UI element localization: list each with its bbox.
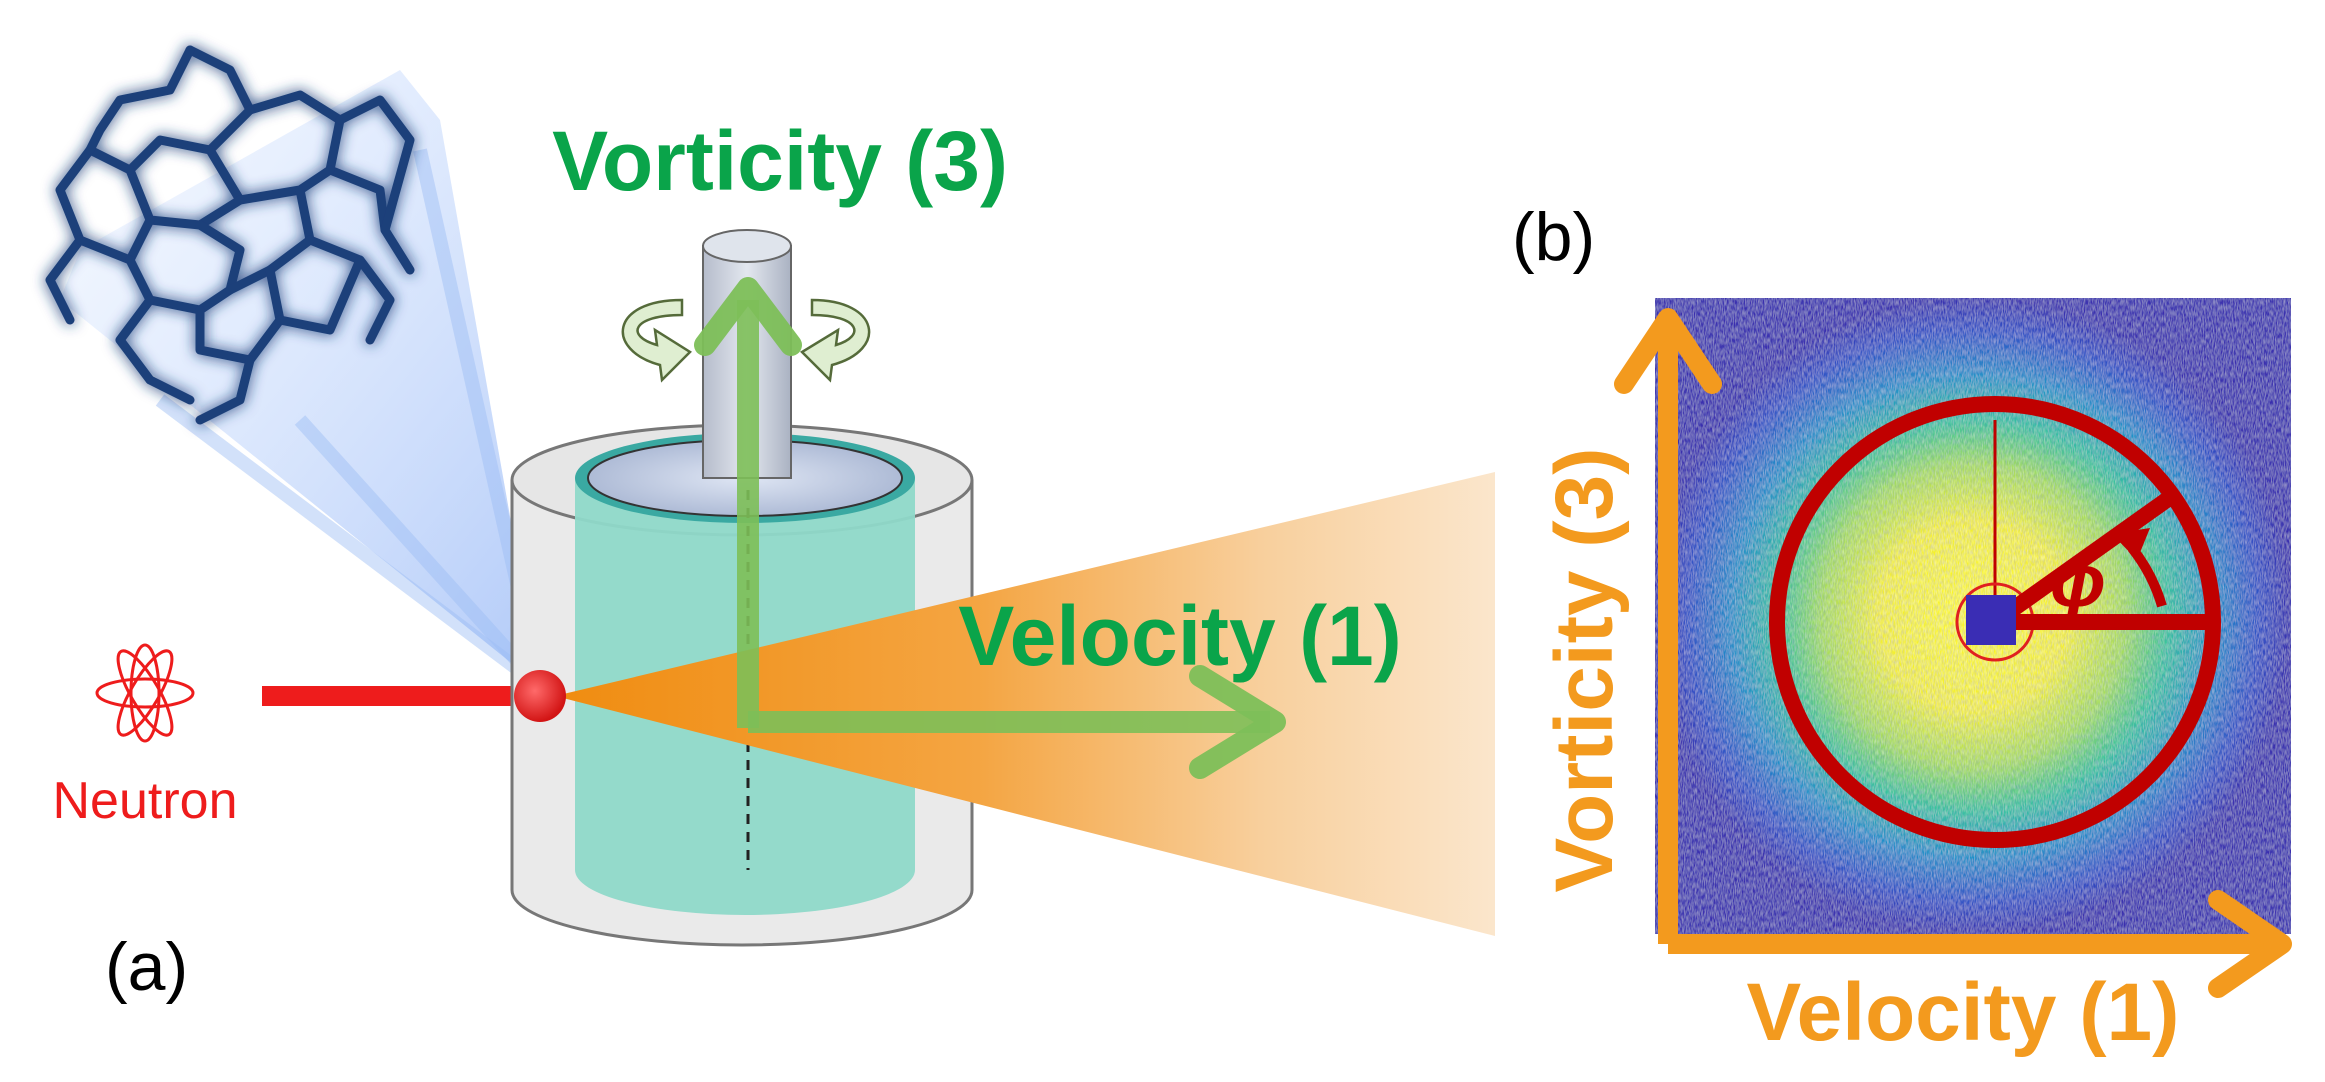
velocity-arrowhead — [1189, 665, 1286, 779]
detector-y-arrowhead — [1614, 308, 1722, 394]
beam-spot — [514, 670, 566, 722]
panel-a-label: (a) — [105, 929, 188, 1005]
neutron-label: Neutron — [53, 772, 238, 830]
sector-overlay: ϕ — [1769, 396, 2221, 848]
angle-label: ϕ — [2050, 539, 2106, 622]
vorticity-arrowhead — [694, 277, 802, 356]
flow-axes — [694, 277, 1286, 779]
panel-a: Neutron — [45, 45, 1495, 1005]
sector-edge-angled — [1990, 487, 2180, 629]
detector-axes — [1614, 308, 2292, 998]
detector-y-label: Vorticity (3) — [1539, 448, 1630, 893]
detector-x-label: Velocity (1) — [1747, 967, 2180, 1058]
angle-arrowhead — [2112, 528, 2150, 560]
atom-icon — [95, 643, 195, 743]
detector-x-arrowhead — [2208, 890, 2292, 998]
neutron-beam — [262, 686, 540, 706]
panel-b-label: (b) — [1512, 199, 1595, 275]
annulus-ring — [1769, 396, 2221, 848]
panel-b: (b) ϕ Velocity (1) Vorticity (3) — [1512, 199, 2292, 1058]
polymer-network-group — [45, 45, 547, 692]
ray-line — [294, 415, 546, 691]
velocity-label: Velocity (1) — [958, 589, 1402, 683]
rotation-arrow-icon — [621, 298, 871, 383]
beamstop — [1966, 595, 2016, 645]
ray-line — [155, 394, 545, 692]
polymer-network-icon — [45, 45, 415, 425]
rotor-shaft-top — [702, 229, 792, 263]
scattered-fan — [555, 472, 1495, 936]
vorticity-label: Vorticity (3) — [552, 114, 1008, 208]
